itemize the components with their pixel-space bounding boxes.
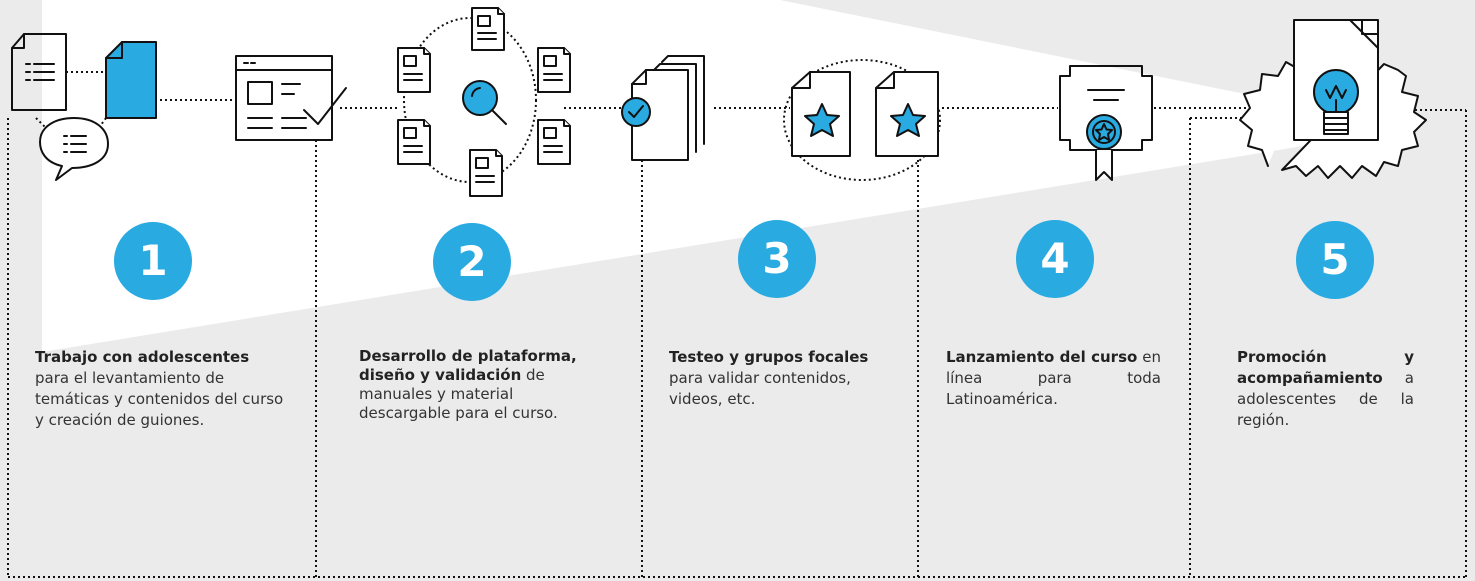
step-2-number: 2 (433, 223, 511, 301)
dotted-separators (7, 17, 1467, 578)
step-1-text: para el levantamiento de temáticas y con… (35, 369, 284, 429)
certificate-icon (1059, 65, 1153, 181)
step-5-description: Promoción y acompañamiento a adolescente… (1237, 347, 1414, 431)
step-3-description: Testeo y grupos focales para validar con… (669, 347, 884, 410)
step-3-number: 3 (738, 220, 816, 298)
idea-gear-icon (1239, 19, 1427, 179)
step-2-description: Desarrollo de plataforma, diseño y valid… (359, 347, 589, 423)
web-form-check-icon (235, 55, 347, 141)
step-3-text: para validar contenidos, videos, etc. (669, 369, 851, 408)
step-2-text: de manuales y material descargable para … (359, 366, 558, 422)
step-4-title: Lanzamiento del curso (946, 348, 1138, 366)
step-2-title: Desarrollo de plataforma, diseño y valid… (359, 347, 577, 384)
step-1-description: Trabajo con adolescentes para el levanta… (35, 347, 285, 431)
documents-search-network-icon (397, 7, 571, 197)
step-4-description: Lanzamiento del curso en línea para toda… (946, 347, 1161, 410)
documents-chat-icon (11, 33, 157, 181)
step-4-text: en línea para toda Latinoamérica. (946, 348, 1161, 408)
step-4-number: 4 (1016, 220, 1094, 298)
step-1-number: 1 (114, 222, 192, 300)
step-5-text: a adolescentes de la región. (1237, 369, 1414, 429)
step-5-title: Promoción y acompañamiento (1237, 348, 1414, 387)
star-documents-icon (791, 71, 939, 157)
wedge-background (42, 0, 1413, 352)
documents-approved-icon (621, 55, 705, 161)
step-3-title: Testeo y grupos focales (669, 348, 869, 366)
step-1-title: Trabajo con adolescentes (35, 348, 250, 366)
step-5-number: 5 (1296, 221, 1374, 299)
